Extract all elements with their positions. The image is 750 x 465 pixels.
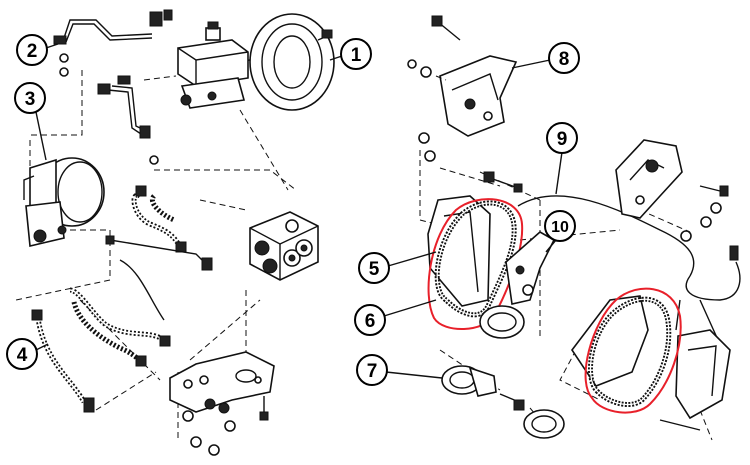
brake-hose-upper [105,185,213,271]
callout-4: 4 [6,338,49,370]
callout-label-6: 6 [365,311,376,332]
belt-cover-inner [427,195,491,307]
hydraulic-pump-motor [23,157,105,247]
callout-1: 1 [329,38,372,70]
callout-label-10: 10 [551,219,569,236]
brake-booster [235,13,335,111]
callout-label-8: 8 [559,49,570,70]
mounting-bracket [169,351,275,456]
callout-5: 5 [358,251,437,284]
callout-6: 6 [354,299,437,336]
belt-cover-outer [571,295,731,431]
cable-assembly [517,195,741,341]
callout-label-7: 7 [367,361,378,382]
abs-hydraulic-unit [249,211,319,281]
drive-belt [588,296,672,408]
timing-belt [434,200,517,318]
callout-label-1: 1 [351,45,362,66]
crankshaft-pulley [441,365,565,439]
drive-belt-highlight [584,287,682,414]
callout-8: 8 [511,42,580,74]
rear-bracket [615,139,729,242]
belt-tensioner [505,231,556,305]
callout-9: 9 [546,122,578,195]
callout-7: 7 [356,354,443,386]
bolts-upper [418,132,523,193]
master-cylinder [177,21,249,109]
callout-3: 3 [14,82,47,161]
callout-label-3: 3 [25,89,36,110]
upper-bracket [407,15,518,137]
callout-label-9: 9 [557,129,568,150]
idler-pulley [479,305,525,339]
callout-2: 2 [16,34,59,66]
callout-label-2: 2 [27,41,38,62]
callout-label-4: 4 [17,345,28,366]
callout-10: 10 [544,210,576,253]
callout-label-5: 5 [369,259,380,280]
brake-lines-upper [53,9,177,165]
brake-hoses-lower [31,259,171,413]
